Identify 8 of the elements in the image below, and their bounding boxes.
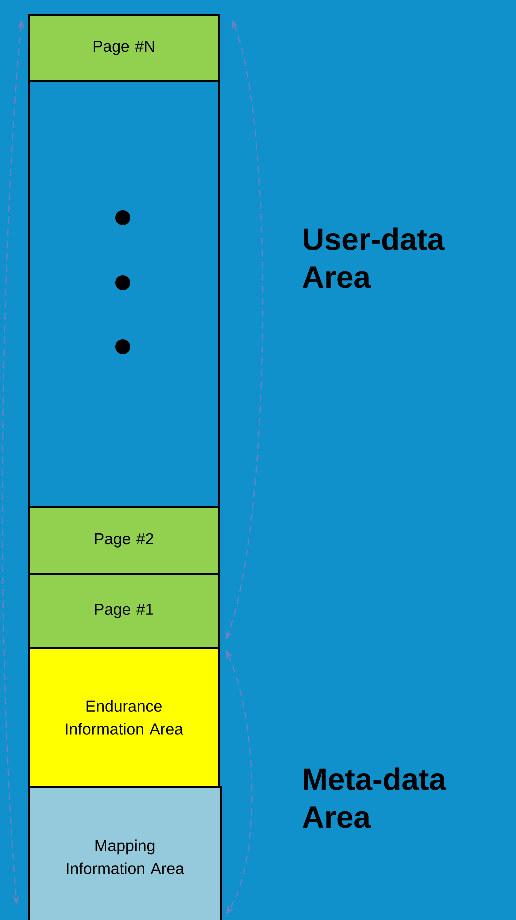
memory-block: Page #1 [28, 573, 220, 650]
area-label: Meta-data Area [302, 768, 447, 828]
memory-block: Page #N [28, 14, 220, 82]
memory-block [28, 80, 220, 508]
area-label: User-data Area [302, 228, 445, 288]
memory-block: Page #2 [28, 506, 220, 576]
memory-block: Mapping Information Area [28, 786, 222, 920]
memory-block: Endurance Information Area [28, 647, 220, 788]
